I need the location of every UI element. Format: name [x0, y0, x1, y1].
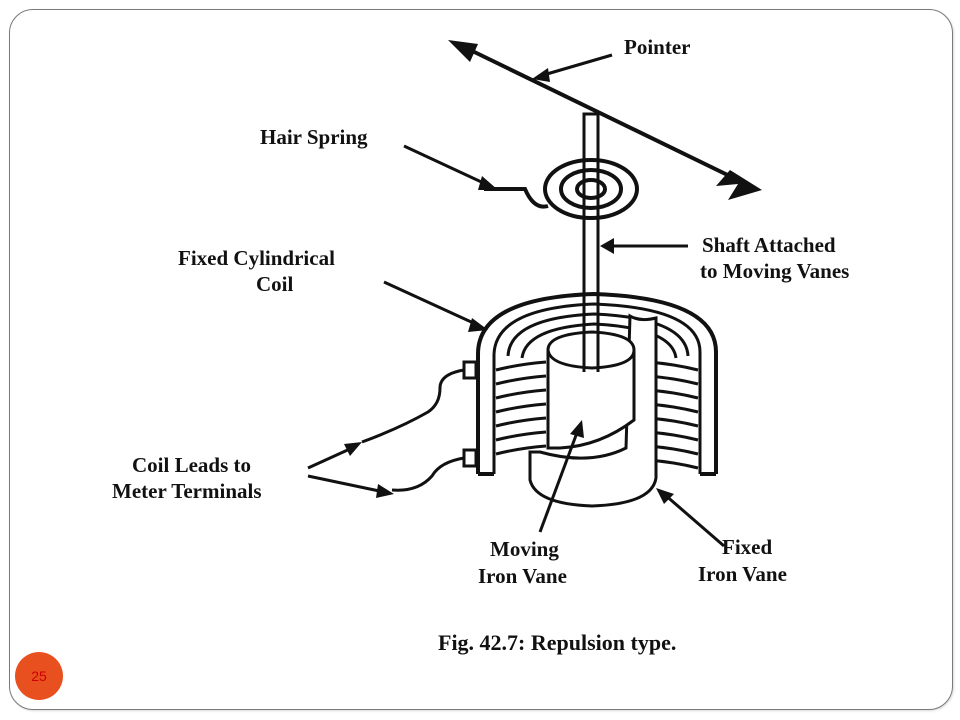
moving-iron-vane [546, 330, 636, 450]
coil-leads-label-line1: Coil Leads to [132, 453, 251, 477]
slide-frame [9, 9, 953, 710]
shaft-label-line1: Shaft Attached [702, 233, 836, 257]
page-number-badge: 25 [15, 652, 63, 700]
fixed-iron-vane [528, 313, 658, 508]
fixed-vane-label-line1: Fixed [722, 535, 772, 559]
coil-leads-label-line2: Meter Terminals [112, 479, 262, 503]
moving-vane-label-line2: Iron Vane [478, 564, 567, 588]
hair-spring [484, 158, 639, 220]
fixed-coil-label-line2: Coil [256, 272, 294, 296]
coil-leads [361, 368, 465, 492]
figure-caption: Fig. 42.7: Repulsion type. [438, 630, 676, 655]
fixed-vane-label-line2: Iron Vane [698, 562, 787, 586]
page-number: 25 [31, 668, 47, 684]
moving-vane-label-line1: Moving [490, 537, 559, 561]
shaft-label-line2: to Moving Vanes [700, 259, 849, 283]
pointer-needle [448, 40, 762, 200]
leader-arrows [307, 53, 725, 548]
hair-spring-label: Hair Spring [260, 125, 368, 149]
fixed-cylindrical-coil [462, 291, 718, 476]
fixed-coil-label-line1: Fixed Cylindrical [178, 246, 335, 270]
pointer-label: Pointer [624, 35, 690, 59]
